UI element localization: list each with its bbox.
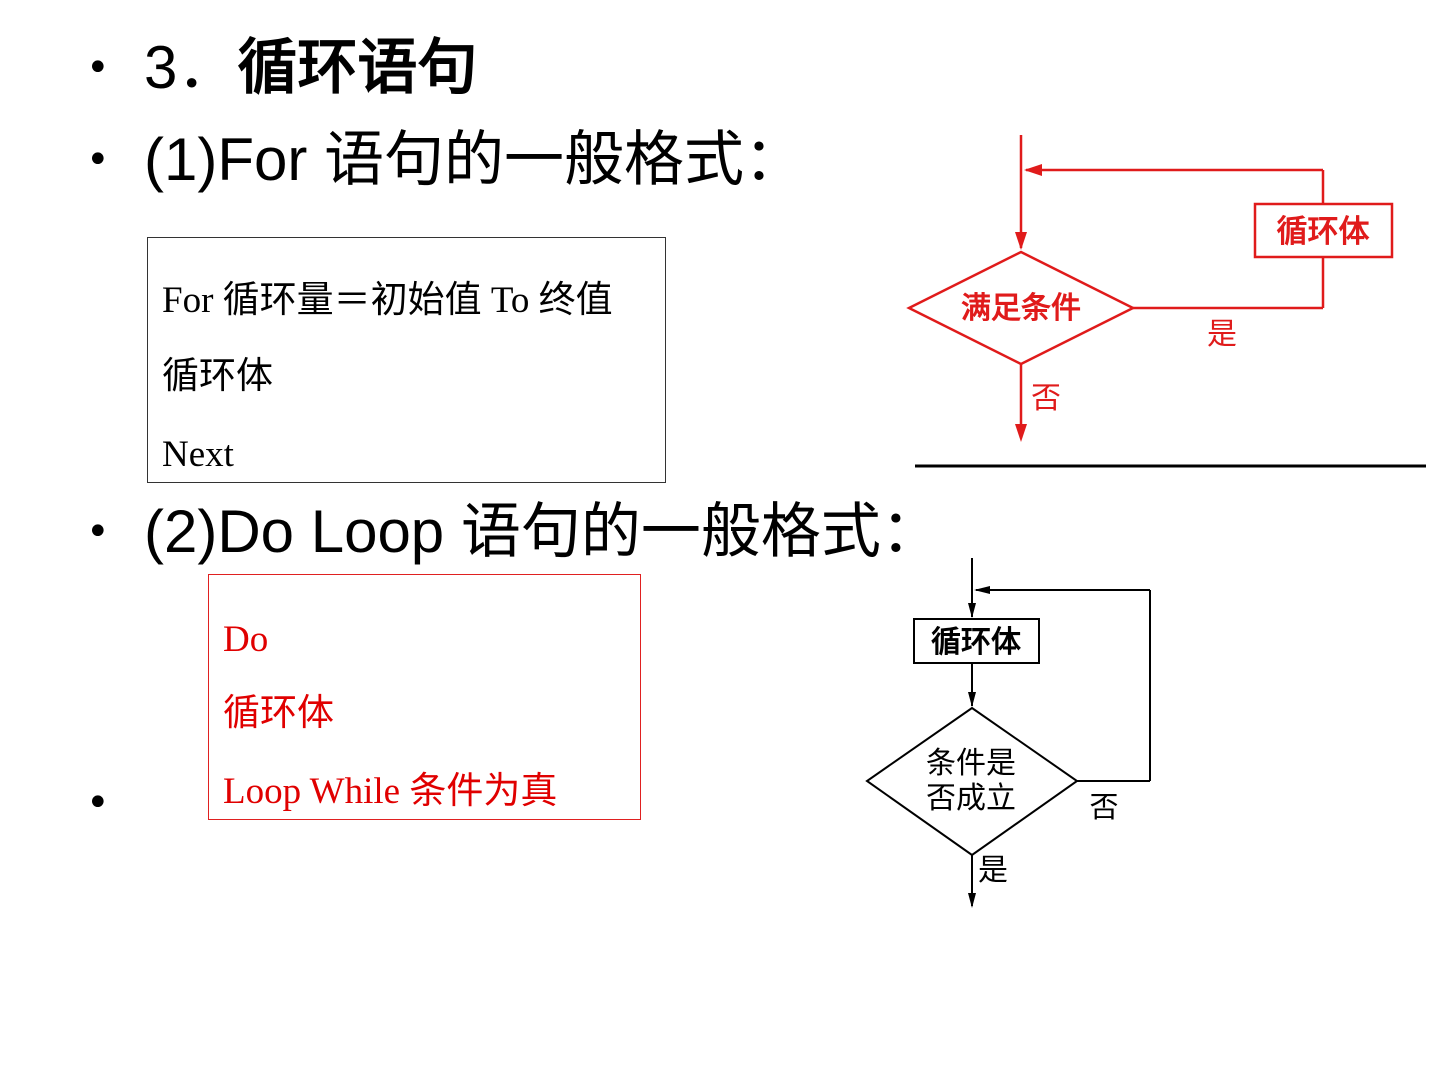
- section-number: 3．: [144, 34, 238, 101]
- bullet-item-for-format: • (1)For 语句的一般格式：: [86, 130, 804, 191]
- for-syntax-line: For 循环量＝初始值 To 终值: [162, 280, 613, 321]
- for-format-label: 语句的一般格式：: [324, 125, 804, 195]
- for-syntax-box: For 循环量＝初始值 To 终值 循环体 Next: [147, 237, 666, 483]
- do-syntax-box: Do 循环体 Loop While 条件为真: [208, 574, 641, 820]
- section-title-text: 循环语句: [237, 33, 478, 103]
- do-flow-exit-arrow: [968, 893, 976, 908]
- do-loop-format-keyword: (2)Do Loop: [144, 498, 461, 565]
- do-flow-entry-arrow: [968, 603, 976, 618]
- do-flow-loop-body-label: 循环体: [931, 625, 1022, 660]
- bullet-marker: •: [86, 45, 110, 91]
- bullet-marker: •: [86, 780, 110, 826]
- do-flow-no-label: 否: [1089, 790, 1118, 824]
- section-title: 3．循环语句: [144, 38, 477, 99]
- do-flow-yes-label: 是: [978, 853, 1008, 888]
- do-flow-body-to-condition-arrow: [968, 692, 976, 707]
- do-flow-return-arrow: [974, 586, 990, 594]
- for-flow-return-arrow: [1024, 164, 1042, 176]
- do-syntax-line: Loop While 条件为真: [223, 771, 558, 812]
- do-syntax-line: 循环体: [223, 693, 334, 734]
- bullet-item-empty: •: [86, 780, 144, 826]
- do-loop-format-heading: (2)Do Loop 语句的一般格式：: [144, 502, 941, 563]
- bullet-marker: •: [86, 137, 110, 183]
- bullet-item-do-loop-format: • (2)Do Loop 语句的一般格式：: [86, 502, 941, 563]
- for-syntax-line: Next: [162, 434, 234, 475]
- do-loop-format-label: 语句的一般格式：: [460, 497, 941, 567]
- do-syntax-line: Do: [223, 619, 269, 660]
- for-format-heading: (1)For 语句的一般格式：: [144, 130, 804, 191]
- do-flow-condition-label-line2: 否成立: [926, 781, 1016, 816]
- do-flow-condition-label-line1: 条件是: [926, 746, 1016, 781]
- bullet-item-loop-statements: • 3．循环语句: [86, 38, 477, 99]
- for-flow-exit-arrow: [1015, 424, 1027, 442]
- for-flow-condition-label: 满足条件: [961, 291, 1081, 326]
- bullet-marker: •: [86, 509, 110, 555]
- for-flow-no-label: 否: [1031, 381, 1061, 416]
- for-flow-yes-label: 是: [1207, 317, 1237, 352]
- for-syntax-line: 循环体: [162, 356, 273, 397]
- for-flow-entry-arrow: [1015, 232, 1027, 250]
- do-flow-loop-body-box: [913, 618, 1040, 664]
- for-flow-loop-body-label: 循环体: [1277, 214, 1370, 250]
- for-format-keyword: (1)For: [144, 126, 324, 193]
